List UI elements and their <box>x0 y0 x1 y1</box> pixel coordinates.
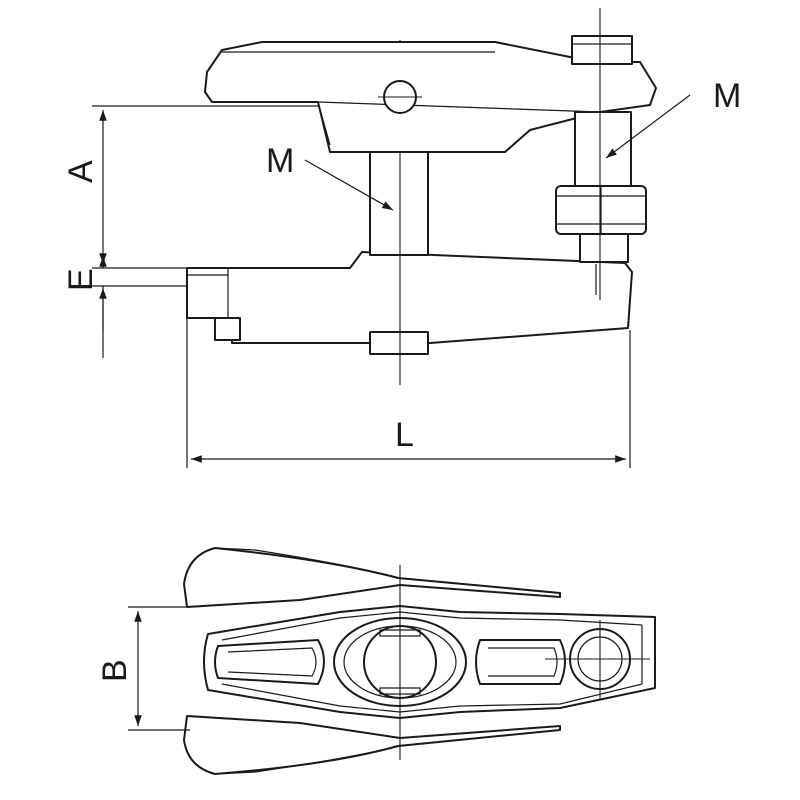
upper-wing-edge <box>214 547 401 579</box>
right-slot-inner <box>488 647 558 677</box>
label-thread-center: M <box>266 142 294 180</box>
center-bolt-end <box>369 331 429 355</box>
body-inner-bottom <box>221 683 643 713</box>
center-bore-notch-top <box>379 629 421 637</box>
side-view: M M L A E <box>62 8 741 468</box>
screw-head <box>571 35 633 65</box>
body-inner-top <box>221 611 643 641</box>
label-height: A <box>62 160 100 183</box>
label-width: B <box>96 659 134 682</box>
top-view: B <box>96 547 656 775</box>
screw-tip <box>579 233 629 263</box>
upper-fork-wing <box>183 547 561 608</box>
left-slot <box>214 639 325 685</box>
thread-top-leader <box>605 94 691 159</box>
label-length: L <box>395 416 414 454</box>
thread-center-leader <box>304 159 394 211</box>
lower-fork-wing <box>183 715 561 775</box>
bar-underside-line <box>317 101 601 113</box>
center-bore-notch-bottom <box>379 687 421 695</box>
upper-press-bar <box>204 41 657 153</box>
lower-wing-edge <box>214 745 401 775</box>
lower-arm <box>186 251 633 344</box>
left-slot-inner <box>227 647 317 677</box>
label-thread-top: M <box>713 77 741 115</box>
label-offset: E <box>62 268 100 291</box>
screw-shank <box>574 111 632 187</box>
bar-wedge-line <box>317 101 331 146</box>
fork-tip <box>214 317 241 341</box>
right-slot <box>475 639 566 685</box>
